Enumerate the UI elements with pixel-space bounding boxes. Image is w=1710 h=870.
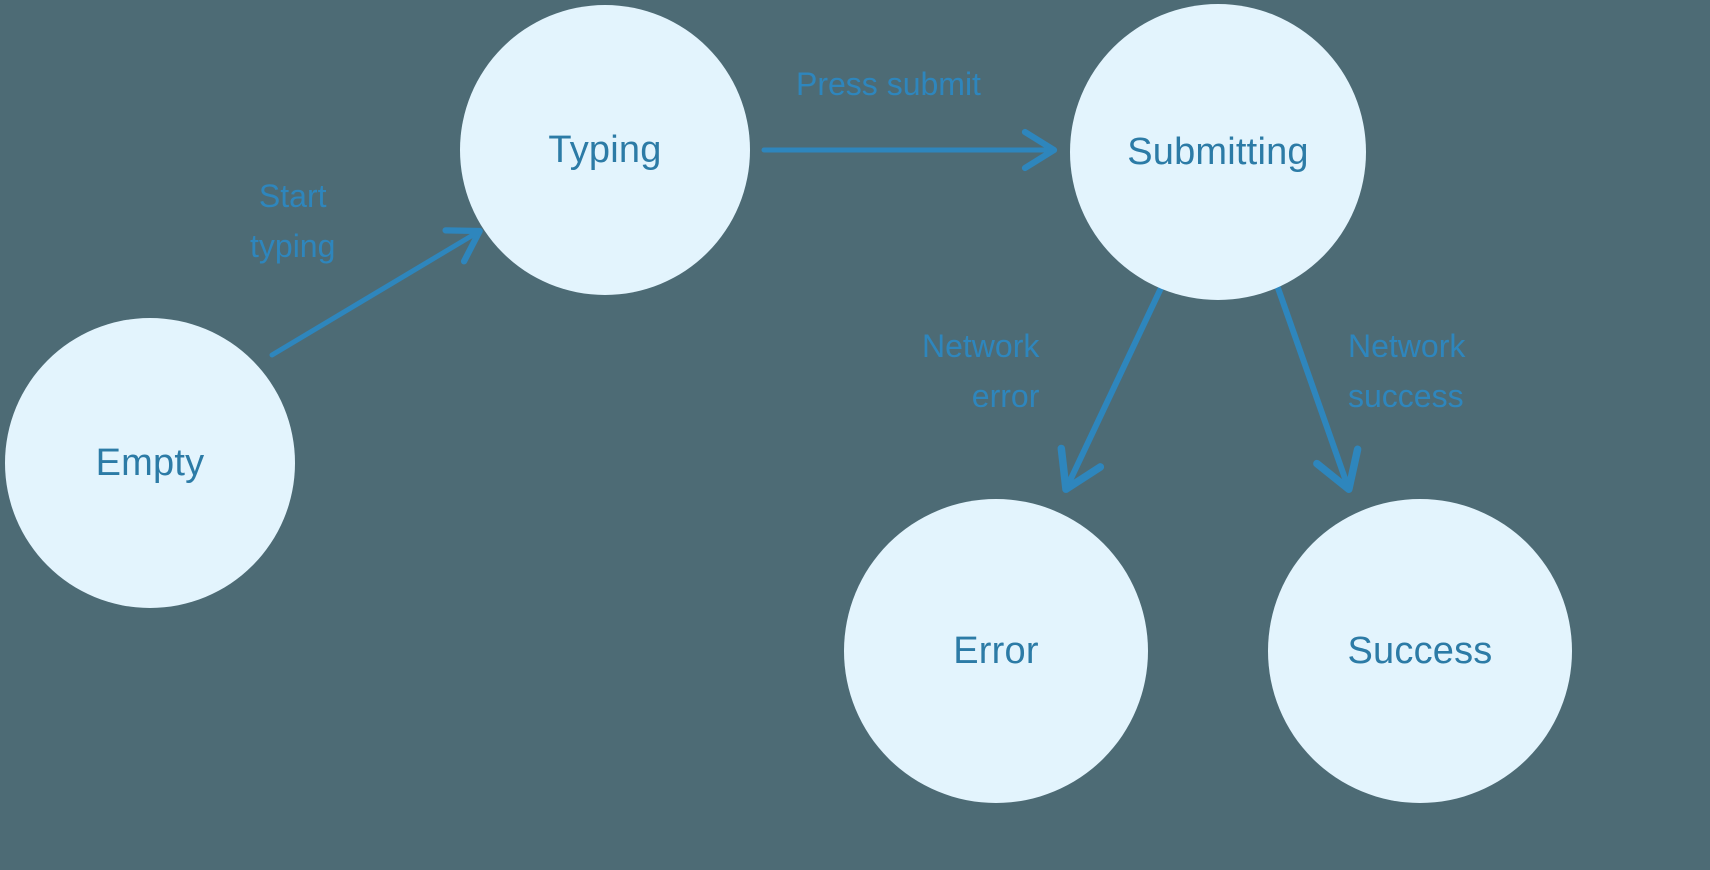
state-node-label: Submitting	[1127, 131, 1309, 173]
edge-label-network-error: Network error	[922, 322, 1039, 421]
state-node-empty[interactable]: Empty	[5, 318, 295, 608]
state-node-label: Typing	[548, 129, 662, 171]
edge-empty-to-typing	[269, 227, 483, 358]
state-node-label: Success	[1347, 630, 1493, 672]
state-node-label: Error	[953, 630, 1039, 672]
edge-label-line-1: Press submit	[796, 66, 981, 102]
edge-label-line-1: Network	[922, 328, 1040, 364]
state-node-success[interactable]: Success	[1268, 499, 1572, 803]
edge-label-line-1: Network	[1348, 328, 1466, 364]
state-node-typing[interactable]: Typing	[460, 5, 750, 295]
edge-label-network-success: Network success	[1348, 322, 1465, 421]
edge-label-line-2: success	[1348, 377, 1464, 414]
edge-label-line-2: error	[971, 377, 1040, 414]
edge-submitting-to-success	[1275, 285, 1362, 494]
state-node-error[interactable]: Error	[844, 499, 1148, 803]
edge-label-press-submit: Press submit	[796, 60, 981, 110]
edge-submitting-to-error	[1057, 285, 1164, 493]
state-node-submitting[interactable]: Submitting	[1070, 4, 1366, 300]
edge-label-line-2: typing	[250, 227, 336, 264]
edge-label-start-typing: Start typing	[250, 172, 335, 271]
state-node-label: Empty	[95, 442, 205, 484]
edge-label-line-1: Start	[258, 178, 327, 214]
